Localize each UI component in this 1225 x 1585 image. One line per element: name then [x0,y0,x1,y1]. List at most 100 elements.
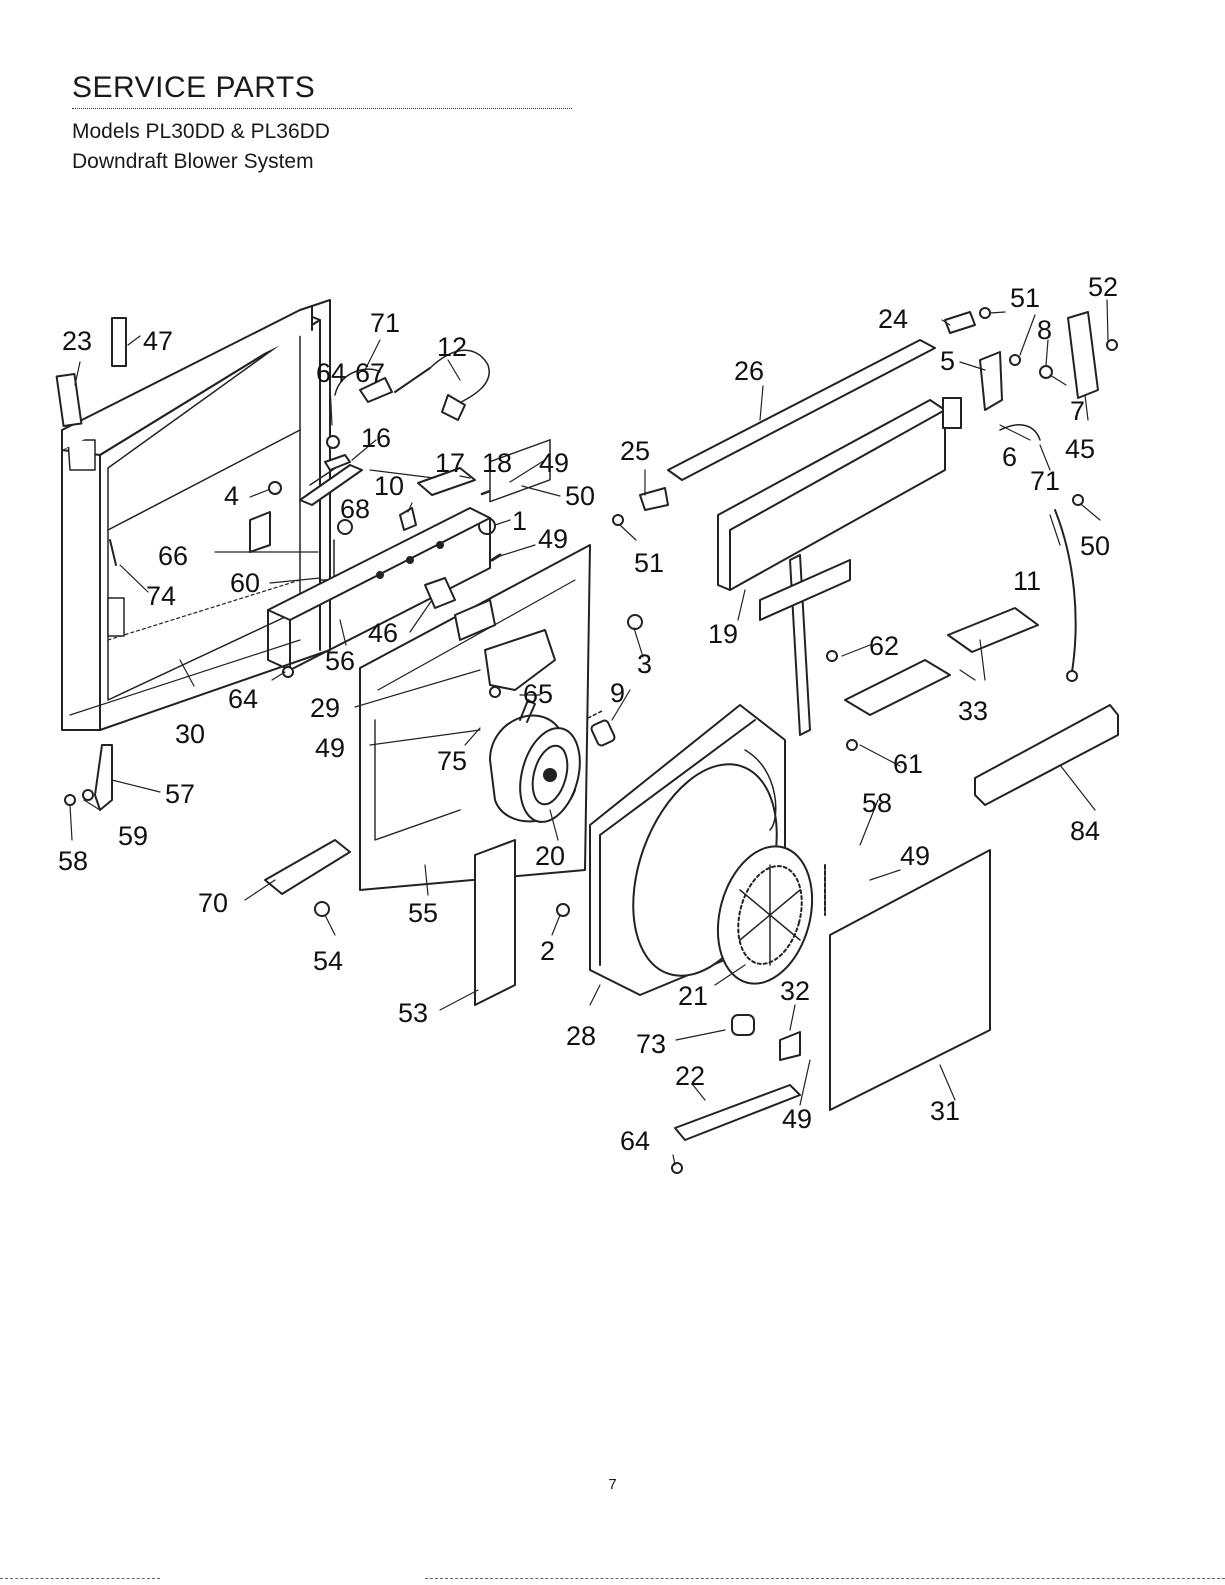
clip-part-25 [640,488,668,510]
callout-74: 74 [146,581,176,611]
ground-wire-part-11 [1055,510,1076,672]
callout-51: 51 [1010,283,1040,313]
end-cap-part-23 [57,374,82,426]
callout-19: 19 [708,619,738,649]
callout-70: 70 [198,888,228,918]
callout-65: 65 [523,679,553,709]
bracket-part-70 [265,840,350,894]
callout-50: 50 [1080,531,1110,561]
screw-part-58a [65,795,75,805]
callout-84: 84 [1070,816,1100,846]
callout-2: 2 [540,936,555,966]
bottom-rule-right [425,1578,1225,1579]
nut-part-64a [327,436,339,448]
bushing-part-7 [1040,366,1052,378]
exploded-parts-diagram: 23 47 71 64 12 67 16 17 18 49 4 10 68 50… [0,0,1225,1200]
callout-49: 49 [539,448,569,478]
bracket-part-5 [980,352,1002,410]
callout-3: 3 [637,649,652,679]
callout-9: 9 [610,678,625,708]
screw-part-51a [613,515,623,525]
callout-71: 71 [370,308,400,338]
strip-part-53 [475,840,515,1005]
callout-61: 61 [893,749,923,779]
capacitor-part-73 [732,1015,754,1035]
switch-part-6 [943,398,961,428]
trim-part-47 [112,318,126,366]
cord-part-12 [395,368,430,392]
bracket-part-57 [95,745,112,810]
callout-64: 64 [620,1126,650,1156]
nut-part-64c [672,1163,682,1173]
callout-31: 31 [930,1096,960,1126]
callout-51: 51 [634,548,664,578]
callout-26: 26 [734,356,764,386]
callout-18: 18 [482,448,512,478]
callout-55: 55 [408,898,438,928]
screw-part-61 [847,740,857,750]
callout-71: 71 [1030,466,1060,496]
callout-17: 17 [435,448,465,478]
callout-10: 10 [374,471,404,501]
callout-75: 75 [437,746,467,776]
nut-part-3 [628,615,642,629]
endcap-part-52 [1068,312,1098,398]
callout-22: 22 [675,1061,705,1091]
callout-23: 23 [62,326,92,356]
callout-33: 33 [958,696,988,726]
screw-49b [492,555,500,560]
screw-part-50b [1073,495,1083,505]
callout-32: 32 [780,976,810,1006]
screw-part-8 [1010,355,1020,365]
screw-part-4 [269,482,281,494]
callout-46: 46 [368,618,398,648]
nut-part-2 [557,904,569,916]
filter-part-33a [845,660,950,715]
bracket-left [250,512,270,552]
callout-49: 49 [900,841,930,871]
callout-8: 8 [1037,315,1052,345]
support-bar [760,560,850,620]
screw-part-51b [980,308,990,318]
washer-part-59 [83,790,93,800]
callout-47: 47 [143,326,173,356]
callout-50: 50 [565,481,595,511]
screw-part-52 [1107,340,1117,350]
callout-52: 52 [1088,272,1118,302]
callout-12: 12 [437,332,467,362]
callout-58: 58 [58,846,88,876]
mounting-panel-part-55 [360,440,590,890]
callout-24: 24 [878,304,908,334]
callout-49: 49 [782,1104,812,1134]
callout-64: 64 [316,358,346,388]
washer-part-54 [315,902,329,916]
trim-bar-part-84 [975,705,1118,805]
callout-66: 66 [158,541,188,571]
callout-29: 29 [310,693,340,723]
callout-5: 5 [940,346,955,376]
bottom-rule-left [0,1578,160,1579]
page-number: 7 [0,1476,1225,1493]
callout-49: 49 [315,733,345,763]
callout-62: 62 [869,631,899,661]
callout-11: 11 [1013,566,1041,596]
callout-58: 58 [862,788,892,818]
callout-4: 4 [224,481,239,511]
callout-56: 56 [325,646,355,676]
callout-16: 16 [361,423,391,453]
callout-45: 45 [1065,434,1095,464]
spacer-part-9 [590,719,616,747]
callout-59: 59 [118,821,148,851]
callout-20: 20 [535,841,565,871]
screw-part-62 [827,651,837,661]
callout-28: 28 [566,1021,596,1051]
switch-part-24 [945,312,975,333]
callout-21: 21 [678,981,708,1011]
callout-54: 54 [313,946,343,976]
callout-1: 1 [512,506,527,536]
wire-part-71b [1000,425,1040,440]
callout-25: 25 [620,436,650,466]
callout-64: 64 [228,684,258,714]
clip-part-32 [780,1032,800,1060]
cover-panel-part-31 [830,850,990,1110]
